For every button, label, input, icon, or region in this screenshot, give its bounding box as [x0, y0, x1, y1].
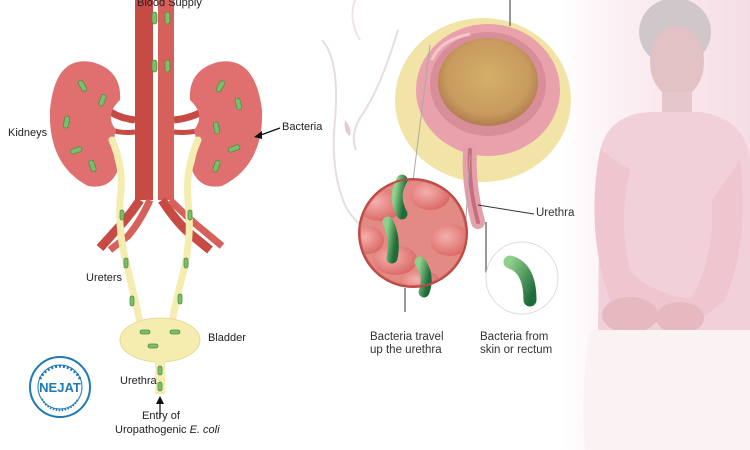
bladder: [119, 317, 201, 394]
label-ureters: Ureters: [86, 272, 123, 284]
label-entry-line1: Entry of: [142, 410, 180, 422]
label-bacteria-travel-line1: Bacteria travel: [370, 331, 444, 343]
label-bacteria-from-line2: skin or rectum: [480, 344, 553, 356]
svg-text:NEJAT: NEJAT: [39, 380, 81, 395]
body-silhouette: [321, 0, 399, 231]
label-entry-line2: Uropathogenic E. coli: [115, 424, 220, 437]
bacteria-markers: [62, 11, 243, 392]
magnified-urethra-view: [358, 174, 468, 298]
label-bacteria-from: Bacteria from skin or rectum: [480, 331, 552, 357]
label-kidneys: Kidneys: [8, 127, 48, 139]
label-urethra-left: Urethra: [120, 375, 157, 387]
label-urethra-center: Urethra: [536, 207, 575, 219]
skin-bacteria-view: [485, 241, 559, 315]
label-entry-ecoli: E. coli: [189, 424, 220, 436]
label-bacteria-travel: Bacteria travel up the urethra: [370, 331, 444, 357]
bacteria-in-urethra: [382, 174, 432, 298]
label-entry-prefix: Uropathogenic: [115, 424, 190, 436]
bladder-cross-section: [395, 0, 571, 234]
label-bladder: Bladder: [208, 332, 246, 344]
kidney-right: [189, 61, 263, 187]
woman-photo: [560, 0, 750, 450]
kidney-left: [49, 61, 121, 187]
label-blood-supply: Blood Supply: [137, 0, 202, 9]
ureters: [108, 136, 202, 326]
nejat-logo: NEJAT: [29, 356, 91, 418]
label-bacteria-travel-line2: up the urethra: [370, 344, 442, 356]
label-bacteria-from-line1: Bacteria from: [480, 331, 549, 343]
label-bacteria: Bacteria: [282, 121, 323, 133]
